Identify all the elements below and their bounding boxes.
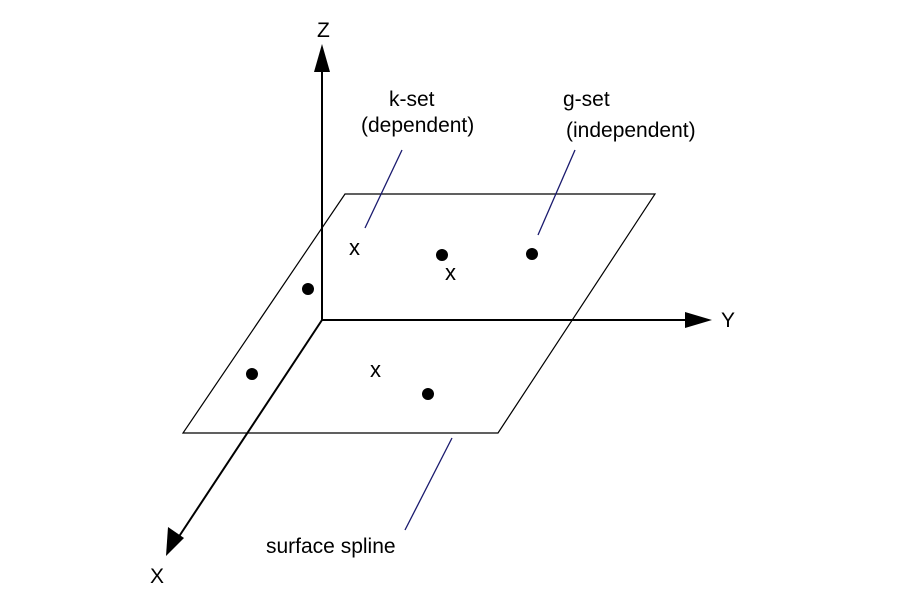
kset-point: x [370, 357, 381, 382]
gset-point [436, 249, 448, 261]
kset-leader-line [364, 149, 403, 229]
surface-plane [181, 193, 657, 434]
y-axis-arrowhead [685, 312, 712, 328]
gset-sublabel: (independent) [566, 119, 696, 142]
gset-point [246, 368, 258, 380]
z-axis-label: Z [317, 19, 330, 42]
gset-label: g-set [563, 88, 610, 111]
x-axis-label: X [150, 565, 164, 588]
gset-point [526, 248, 538, 260]
x-axis-arrowhead [166, 527, 184, 556]
y-axis-label: Y [721, 309, 735, 332]
gset-point [302, 283, 314, 295]
kset-label: k-set [389, 88, 435, 111]
kset-point: x [349, 235, 360, 260]
x-axis [177, 319, 323, 539]
kset-point: x [445, 260, 456, 285]
kset-sublabel: (dependent) [361, 114, 474, 137]
z-axis-arrowhead [314, 44, 330, 72]
surface-leader-line [404, 437, 453, 531]
surface-spline-label: surface spline [266, 535, 396, 558]
gset-leader-line [537, 149, 576, 236]
gset-point [422, 388, 434, 400]
